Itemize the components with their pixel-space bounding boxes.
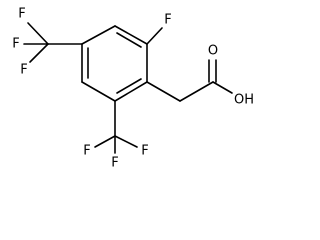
c-oh-bond (212, 81, 233, 94)
fluorine-label: F (20, 63, 27, 78)
ch2-carboxyl-bond (179, 81, 214, 102)
ring-double-bond (116, 32, 142, 48)
benzene-ring (81, 25, 148, 102)
c-f-bond (29, 43, 49, 63)
ring-ch2-bond (146, 81, 181, 102)
trifluoromethyl-group-bottom: F F F (83, 100, 149, 171)
chemical-structure-diagram: F O OH F F F F F F (12, 7, 254, 171)
c-f-bond (94, 135, 116, 148)
ring-double-bond (116, 78, 142, 94)
c-f-bond (114, 135, 138, 148)
fluorine-label: F (141, 144, 148, 159)
ring-bond (114, 81, 148, 102)
ring-fluorine-label: F (164, 13, 171, 28)
fluorine-label: F (12, 37, 19, 52)
fluorine-label: F (111, 156, 118, 171)
fluorine-label: F (83, 144, 90, 159)
c-f-bond (27, 22, 49, 45)
fluorine-label: F (18, 7, 25, 22)
ring-bond (114, 25, 148, 45)
ring-bond (81, 81, 116, 102)
carbonyl-oxygen-label: O (208, 44, 218, 59)
hydroxyl-label: OH (234, 93, 254, 108)
trifluoromethyl-group-top: F F F (12, 7, 83, 78)
c-f-bond (146, 27, 163, 45)
ring-bond (81, 25, 116, 45)
